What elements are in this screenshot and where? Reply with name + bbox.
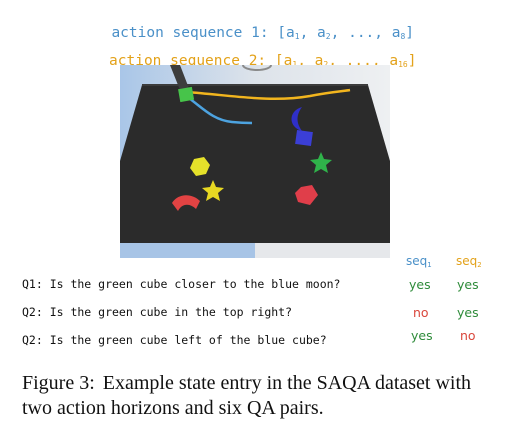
red-moon [172, 195, 200, 211]
green-star [310, 152, 332, 173]
action-sequence-1: action sequence 1: [a1, a2, ..., a8] [111, 25, 415, 41]
scene-floor-left [120, 243, 255, 258]
blue-moon-body [291, 107, 302, 131]
answer-seq2: yes [457, 277, 479, 292]
figure-caption: Figure 3:Example state entry in the SAQA… [22, 371, 500, 421]
red-pentagon [295, 185, 318, 205]
qa-row: Q2: Is the green cube in the top right? … [0, 305, 508, 327]
answer-seq1: no [413, 305, 429, 320]
scene-floor-right [255, 243, 390, 258]
robot-base-ring [242, 65, 272, 71]
column-header-seq2: seq2 [456, 254, 482, 269]
qa-row: Q1: Is the green cube closer to the blue… [0, 277, 508, 299]
figure-label: Figure 3: [22, 372, 95, 394]
trajectory-seq1 [185, 94, 253, 125]
question-text: Q2: Is the green cube left of the blue c… [22, 333, 327, 347]
answer-seq2: no [460, 328, 476, 343]
answer-seq1: yes [411, 328, 433, 343]
yellow-hexagon [190, 157, 210, 176]
caption-text: Example state entry in the SAQA dataset … [22, 372, 472, 419]
table-surface [120, 85, 390, 243]
yellow-star [202, 180, 224, 201]
green-cube [178, 86, 195, 103]
blue-cube [295, 129, 313, 147]
qa-row: Q2: Is the green cube left of the blue c… [0, 328, 508, 355]
tabletop-scene-image [120, 65, 390, 258]
trajectory-seq2 [185, 88, 351, 100]
question-text: Q1: Is the green cube closer to the blue… [22, 277, 341, 291]
answer-seq2: yes [457, 305, 479, 320]
question-text: Q2: Is the green cube in the top right? [22, 305, 293, 319]
answer-seq1: yes [409, 277, 431, 292]
column-header-seq1: seq1 [406, 254, 432, 269]
robot-arm [170, 65, 190, 95]
